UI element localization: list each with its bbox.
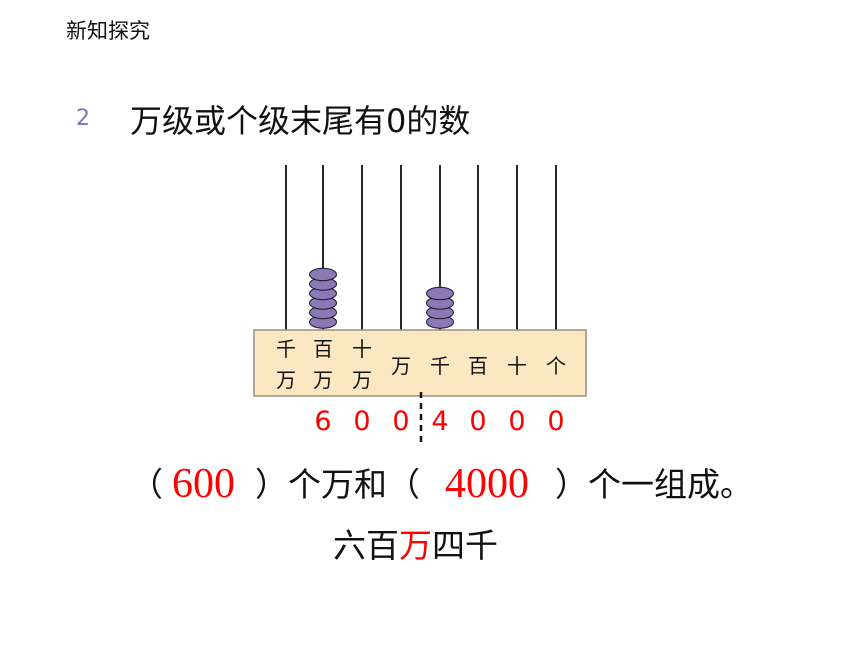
place-digit: 0 — [508, 406, 525, 437]
place-digit: 0 — [392, 406, 409, 437]
number-reading: 六百万四千 — [333, 523, 498, 569]
reading-part-1: 六百 — [333, 526, 399, 565]
reading-highlight-wan: 万 — [399, 526, 432, 565]
place-digit: 4 — [431, 406, 448, 437]
place-digit: 0 — [353, 406, 370, 437]
fill-in-sentence: （ 600 ）个万和（ 4000 ）个一组成。 — [0, 461, 860, 508]
section-title: 新知探究 — [66, 19, 150, 43]
place-label-top: 十 — [507, 354, 527, 378]
abacus-frame — [253, 329, 587, 397]
sentence-middle: ）个万和（ — [255, 465, 420, 504]
place-label-top: 个 — [546, 354, 566, 378]
place-digit: 6 — [314, 406, 331, 437]
example-title: 万级或个级末尾有0的数 — [130, 102, 471, 140]
reading-part-2: 四千 — [432, 526, 498, 565]
sentence-open-paren: （ — [130, 465, 163, 504]
place-label-top: 万 — [391, 354, 411, 378]
place-label-bottom: 万 — [352, 368, 372, 392]
place-label-top: 百 — [313, 337, 333, 361]
place-digit: 0 — [547, 406, 564, 437]
place-label-bottom: 万 — [313, 368, 333, 392]
abacus-bead — [426, 286, 454, 301]
place-label-top: 千 — [276, 337, 296, 361]
answer-ten-thousands: 600 — [172, 461, 235, 507]
place-digit: 0 — [469, 406, 486, 437]
sentence-end: ）个一组成。 — [555, 465, 753, 504]
example-number: 2 — [76, 106, 90, 131]
place-label-top: 十 — [352, 337, 372, 361]
place-label-bottom: 万 — [276, 368, 296, 392]
place-label-top: 百 — [468, 354, 488, 378]
place-label-top: 千 — [430, 354, 450, 378]
abacus-bead — [309, 267, 337, 282]
answer-ones: 4000 — [445, 461, 529, 507]
